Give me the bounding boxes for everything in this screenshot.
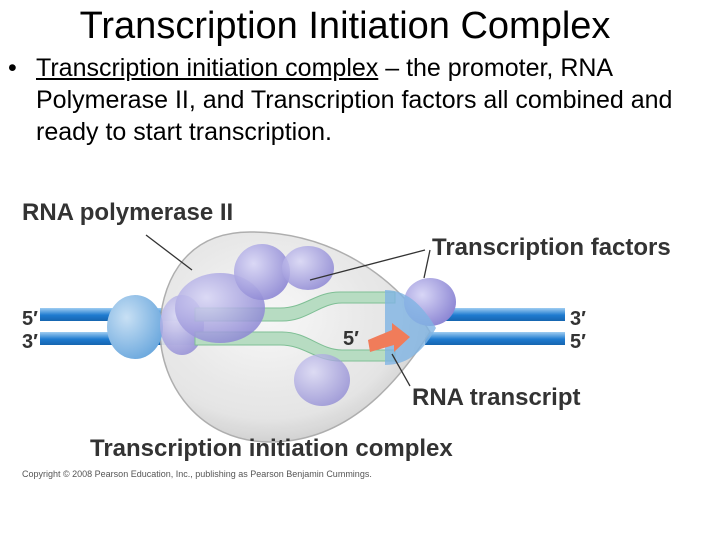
label-transcript-end: 5′: [343, 328, 359, 350]
bullet-text: Transcription initiation complex – the p…: [36, 52, 706, 148]
label-initiation-complex: Transcription initiation complex: [90, 435, 453, 462]
label-rna-polymerase: RNA polymerase II: [22, 199, 233, 226]
label-left-bottom-end: 3′: [22, 331, 38, 353]
dna-bottom-strand-right: [425, 332, 565, 345]
label-right-top-end: 3′: [570, 308, 586, 330]
bullet-icon: •: [8, 52, 17, 84]
factor-leader-line-1: [424, 250, 430, 278]
transcription-complex-diagram: RNA polymerase II Transcription factors …: [0, 180, 720, 490]
polymerase-leader-line: [146, 235, 192, 270]
label-transcription-factors: Transcription factors: [432, 234, 671, 261]
polymerase-subunit-bottom: [294, 354, 350, 406]
bullet-term: Transcription initiation complex: [36, 54, 378, 82]
label-right-bottom-end: 5′: [570, 331, 586, 353]
left-transcription-factor: [107, 295, 163, 359]
diagram-svg: RNA polymerase II Transcription factors …: [0, 180, 720, 490]
polymerase-subunit-top: [234, 244, 290, 300]
polymerase-subunit-top-right: [282, 246, 334, 290]
copyright-notice: Copyright © 2008 Pearson Education, Inc.…: [22, 469, 372, 479]
label-rna-transcript: RNA transcript: [412, 384, 580, 411]
label-left-top-end: 5′: [22, 308, 38, 330]
slide-title: Transcription Initiation Complex: [0, 4, 690, 48]
